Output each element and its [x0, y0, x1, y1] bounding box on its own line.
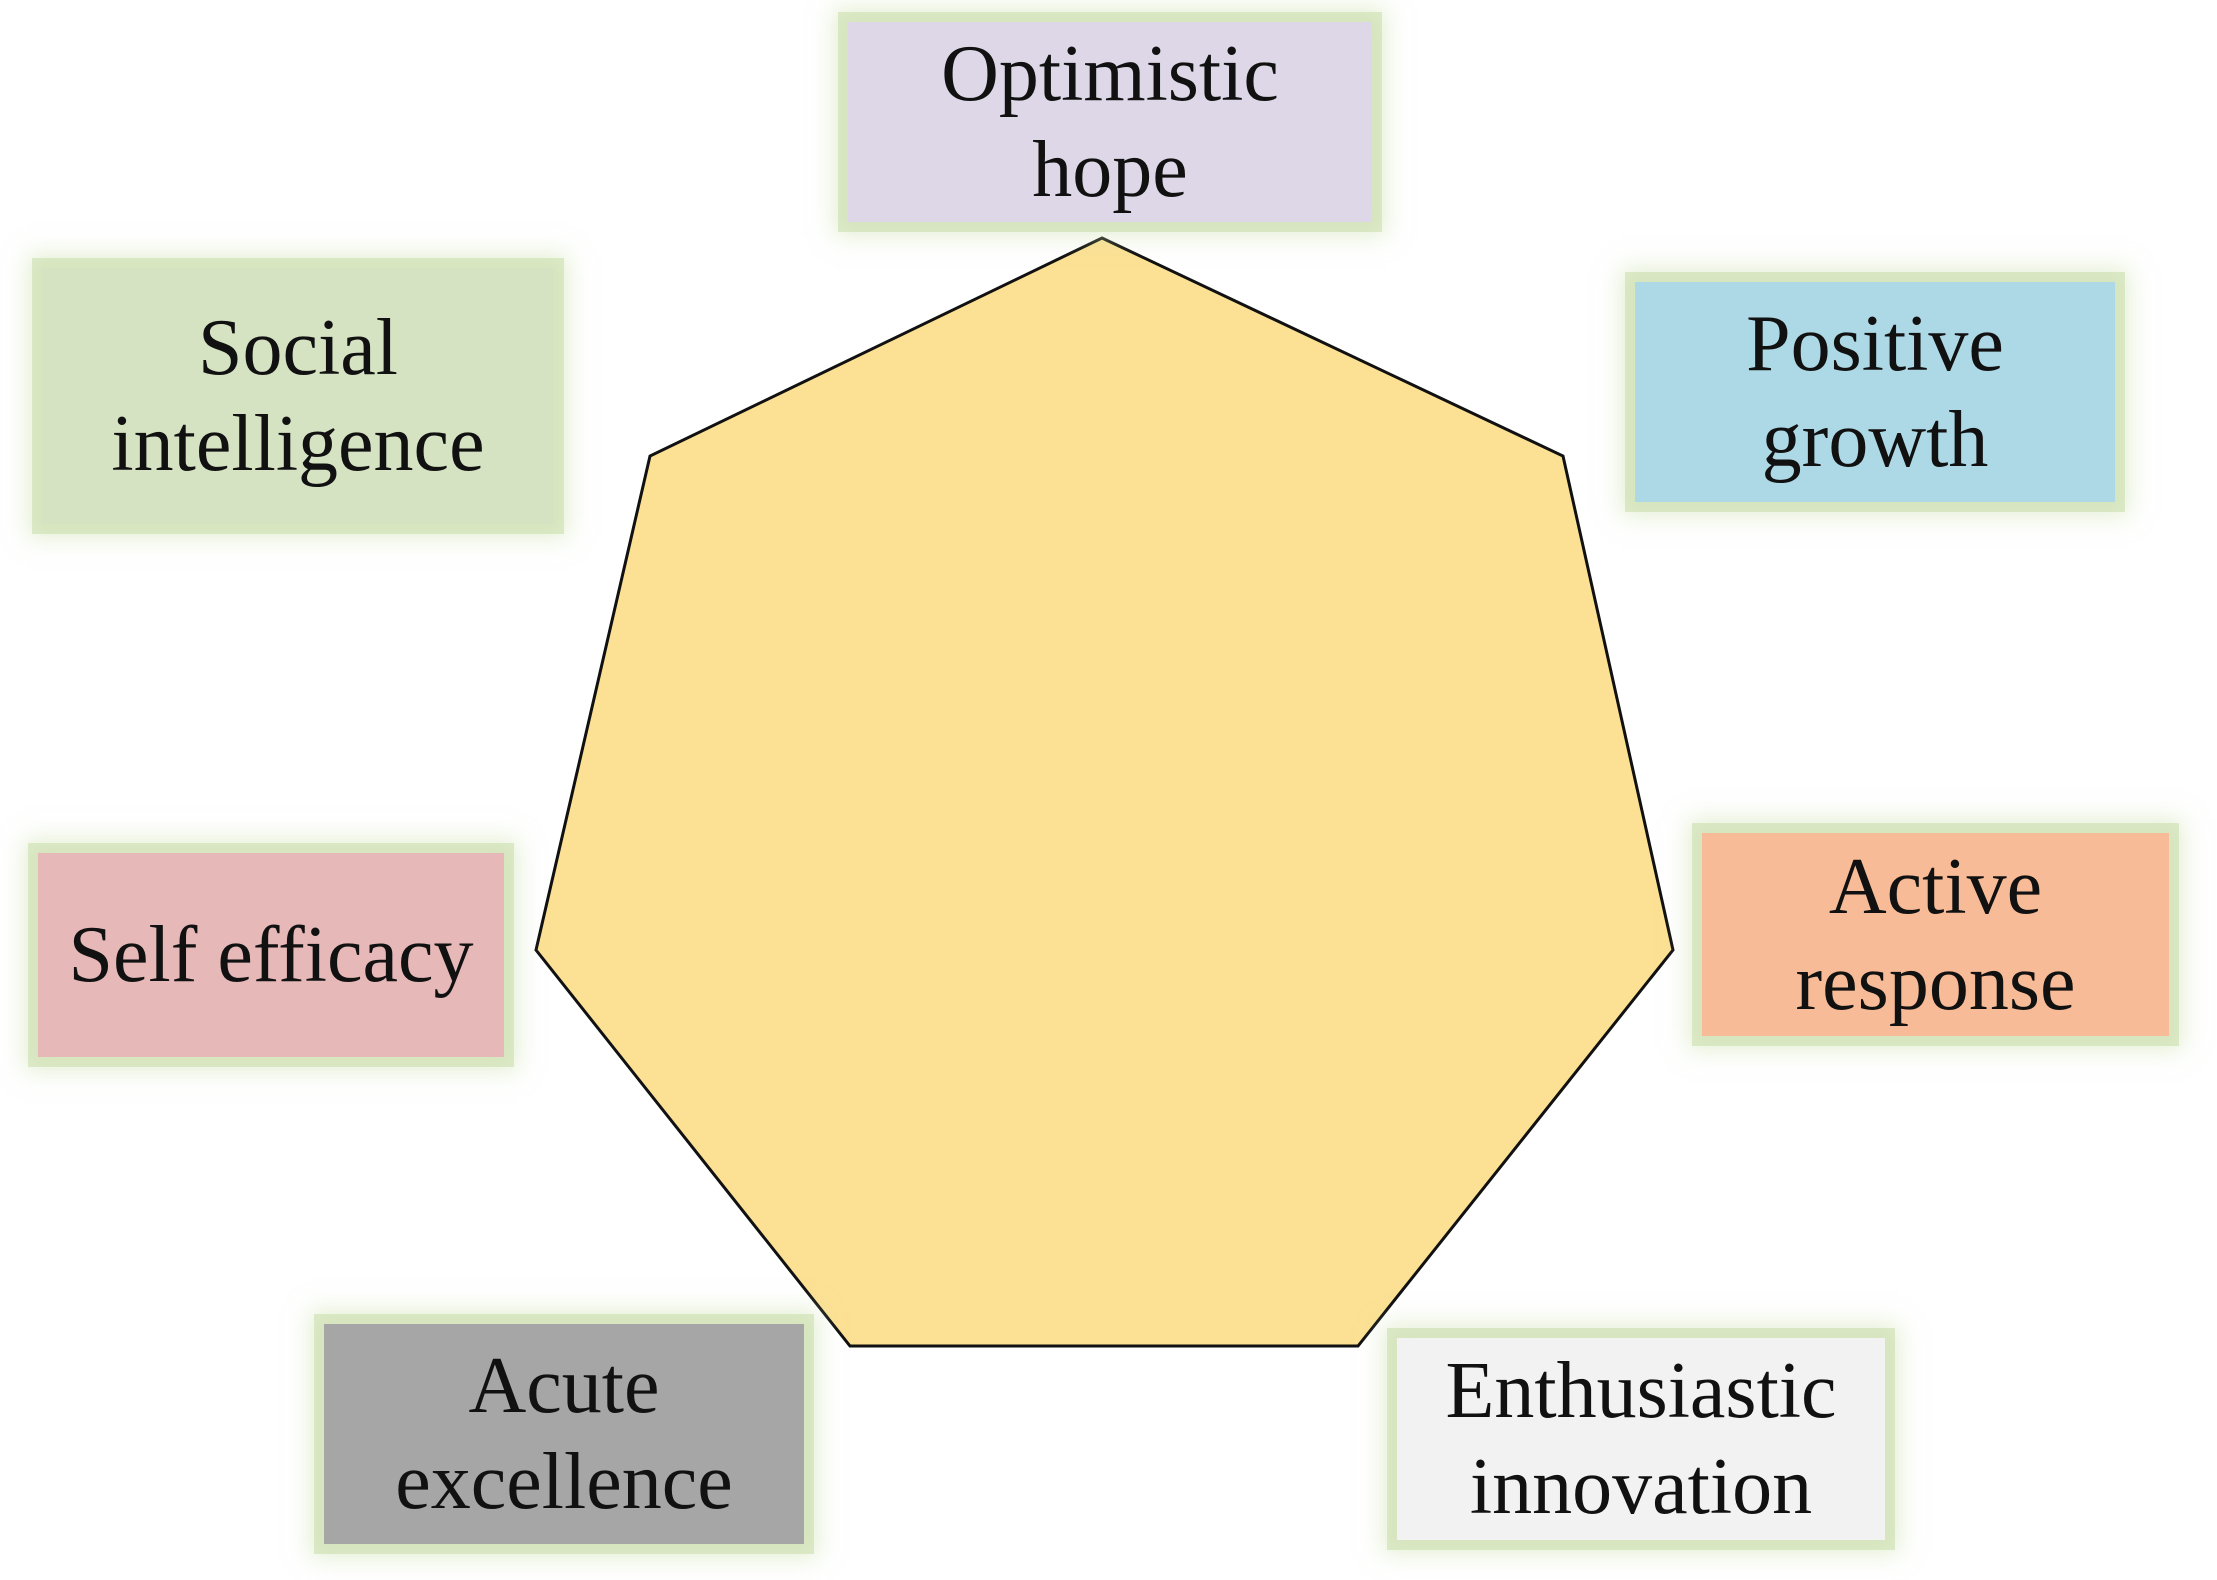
label-optimistic-hope: Optimistic hope	[848, 22, 1372, 222]
label-self-efficacy: Self efficacy	[38, 853, 504, 1057]
label-enthusiastic-innovation: Enthusiastic innovation	[1397, 1338, 1885, 1540]
central-heptagon	[534, 236, 1675, 1348]
label-positive-growth: Positive growth	[1635, 282, 2115, 502]
label-social-intelligence: Social intelligence	[42, 268, 554, 524]
label-active-response: Active response	[1702, 833, 2169, 1036]
label-acute-excellence: Acute excellence	[324, 1324, 804, 1544]
